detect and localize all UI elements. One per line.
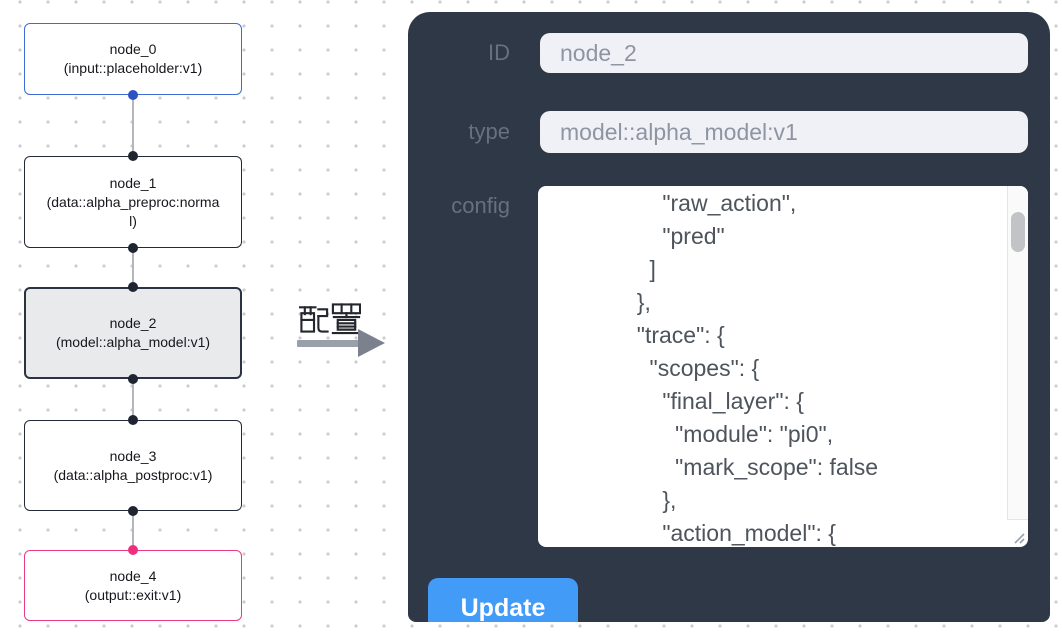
- scrollbar-track[interactable]: [1007, 186, 1028, 520]
- connection-handle-node2-source[interactable]: [128, 374, 138, 384]
- node-subtitle: (model::alpha_model:v1): [55, 334, 211, 350]
- edge-node1-node2: [132, 248, 134, 287]
- config-json-text[interactable]: "raw_action", "pred" ] }, "trace": { "sc…: [636, 190, 879, 546]
- arrow-shaft: [297, 340, 360, 347]
- connection-handle-node4-target[interactable]: [128, 545, 138, 555]
- node-title: node_1: [109, 174, 157, 191]
- node-subtitle: (input::placeholder:v1): [63, 60, 203, 76]
- config-field-label: config: [451, 193, 510, 218]
- node-node_4[interactable]: node_4 (output::exit:v1): [24, 550, 242, 621]
- node-subtitle: (data::alpha_postproc:v1): [53, 466, 213, 483]
- type-field-label: type: [468, 119, 510, 144]
- node-node_2[interactable]: node_2 (model::alpha_model:v1): [24, 287, 242, 379]
- resize-grip-icon[interactable]: [1010, 529, 1026, 545]
- connection-handle-node1-target[interactable]: [128, 151, 138, 161]
- node-config-panel: ID type config "raw_action", "pred" ] },…: [408, 12, 1050, 622]
- update-button[interactable]: Update: [428, 578, 578, 622]
- arrow-right-icon: [358, 329, 385, 357]
- scrollbar-thumb[interactable]: [1011, 212, 1025, 252]
- node-subtitle: (output::exit:v1): [84, 586, 182, 603]
- node-title: node_4: [109, 567, 157, 584]
- node-node_3[interactable]: node_3 (data::alpha_postproc:v1): [24, 420, 242, 511]
- edge-node3-node4: [132, 511, 134, 550]
- type-input[interactable]: [540, 111, 1028, 153]
- connection-handle-node3-source[interactable]: [128, 506, 138, 516]
- config-textarea[interactable]: "raw_action", "pred" ] }, "trace": { "sc…: [538, 186, 1028, 547]
- node-subtitle: (data::alpha_preproc:normal): [46, 193, 220, 229]
- node-node_0[interactable]: node_0 (input::placeholder:v1): [24, 23, 242, 95]
- edge-node2-node3: [132, 379, 134, 420]
- connection-handle-node0-source[interactable]: [128, 90, 138, 100]
- node-node_1[interactable]: node_1 (data::alpha_preproc:normal): [24, 156, 242, 248]
- connection-handle-node1-source[interactable]: [128, 243, 138, 253]
- node-title: node_0: [109, 41, 157, 57]
- connection-handle-node2-target[interactable]: [128, 282, 138, 292]
- node-title: node_3: [109, 447, 157, 464]
- connection-handle-node3-target[interactable]: [128, 415, 138, 425]
- edge-node0-node1: [132, 95, 134, 156]
- node-title: node_2: [109, 315, 157, 331]
- id-field-label: ID: [488, 40, 510, 65]
- configure-label-glyph-icon: [299, 303, 361, 335]
- id-input[interactable]: [540, 33, 1028, 73]
